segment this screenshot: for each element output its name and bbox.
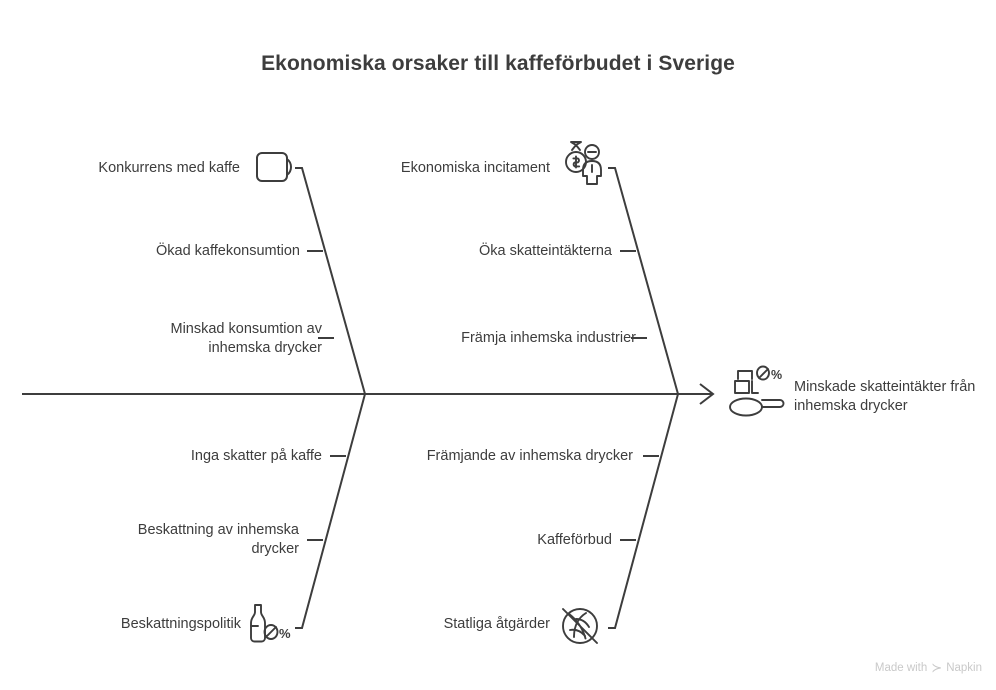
effect-label: Minskade skatteintäkter från inhemska dr… [794,379,976,414]
cause-label-lower-right-3: Statliga åtgärder [443,616,550,632]
cause-label-lower-left-1: Inga skatter på kaffe [190,448,322,464]
svg-text:%: % [771,368,782,382]
spine-arrowhead [699,383,715,405]
cause-label-lower-left-3: Beskattningspolitik [120,616,241,632]
branch-line-lower-right [608,393,679,629]
watermark-brand: Napkin [946,661,982,674]
bottle-zero-percent-icon: % [250,604,291,643]
cause-label-upper-right-2: Öka skatteintäkterna [479,243,612,259]
cause-label-lower-left-2: Beskattning av inhemska drycker [137,522,299,557]
branch-line-upper-right [608,167,679,395]
cause-label-upper-right-3: Främja inhemska industrier [461,330,636,346]
cause-label-upper-right-1: Ekonomiska incitament [400,160,550,176]
sugar-cubes-zero-percent-spoon-icon: % [729,365,785,417]
page-title: Ekonomiska orsaker till kaffeförbudet i … [261,52,735,75]
cause-label-upper-left-1: Konkurrens med kaffe [98,160,240,176]
watermark-prefix: Made with [874,661,928,674]
cause-label-lower-right-1: Främjande av inhemska drycker [426,448,633,464]
no-coffee-bean-icon [562,608,598,644]
branch-line-upper-left [295,167,366,395]
napkin-watermark: Made with ≻ Napkin [875,661,982,674]
money-bag-person-icon [565,141,602,185]
coffee-cup-icon [256,152,292,182]
cause-label-upper-left-2: Ökad kaffekonsumtion [155,243,300,259]
cause-label-lower-right-2: Kaffeförbud [537,532,612,548]
cause-label-upper-left-3: Minskad konsumtion av inhemska drycker [170,321,322,356]
svg-text:%: % [279,626,291,641]
branch-line-lower-left [295,393,366,629]
napkin-logo-icon: ≻ [931,660,943,675]
